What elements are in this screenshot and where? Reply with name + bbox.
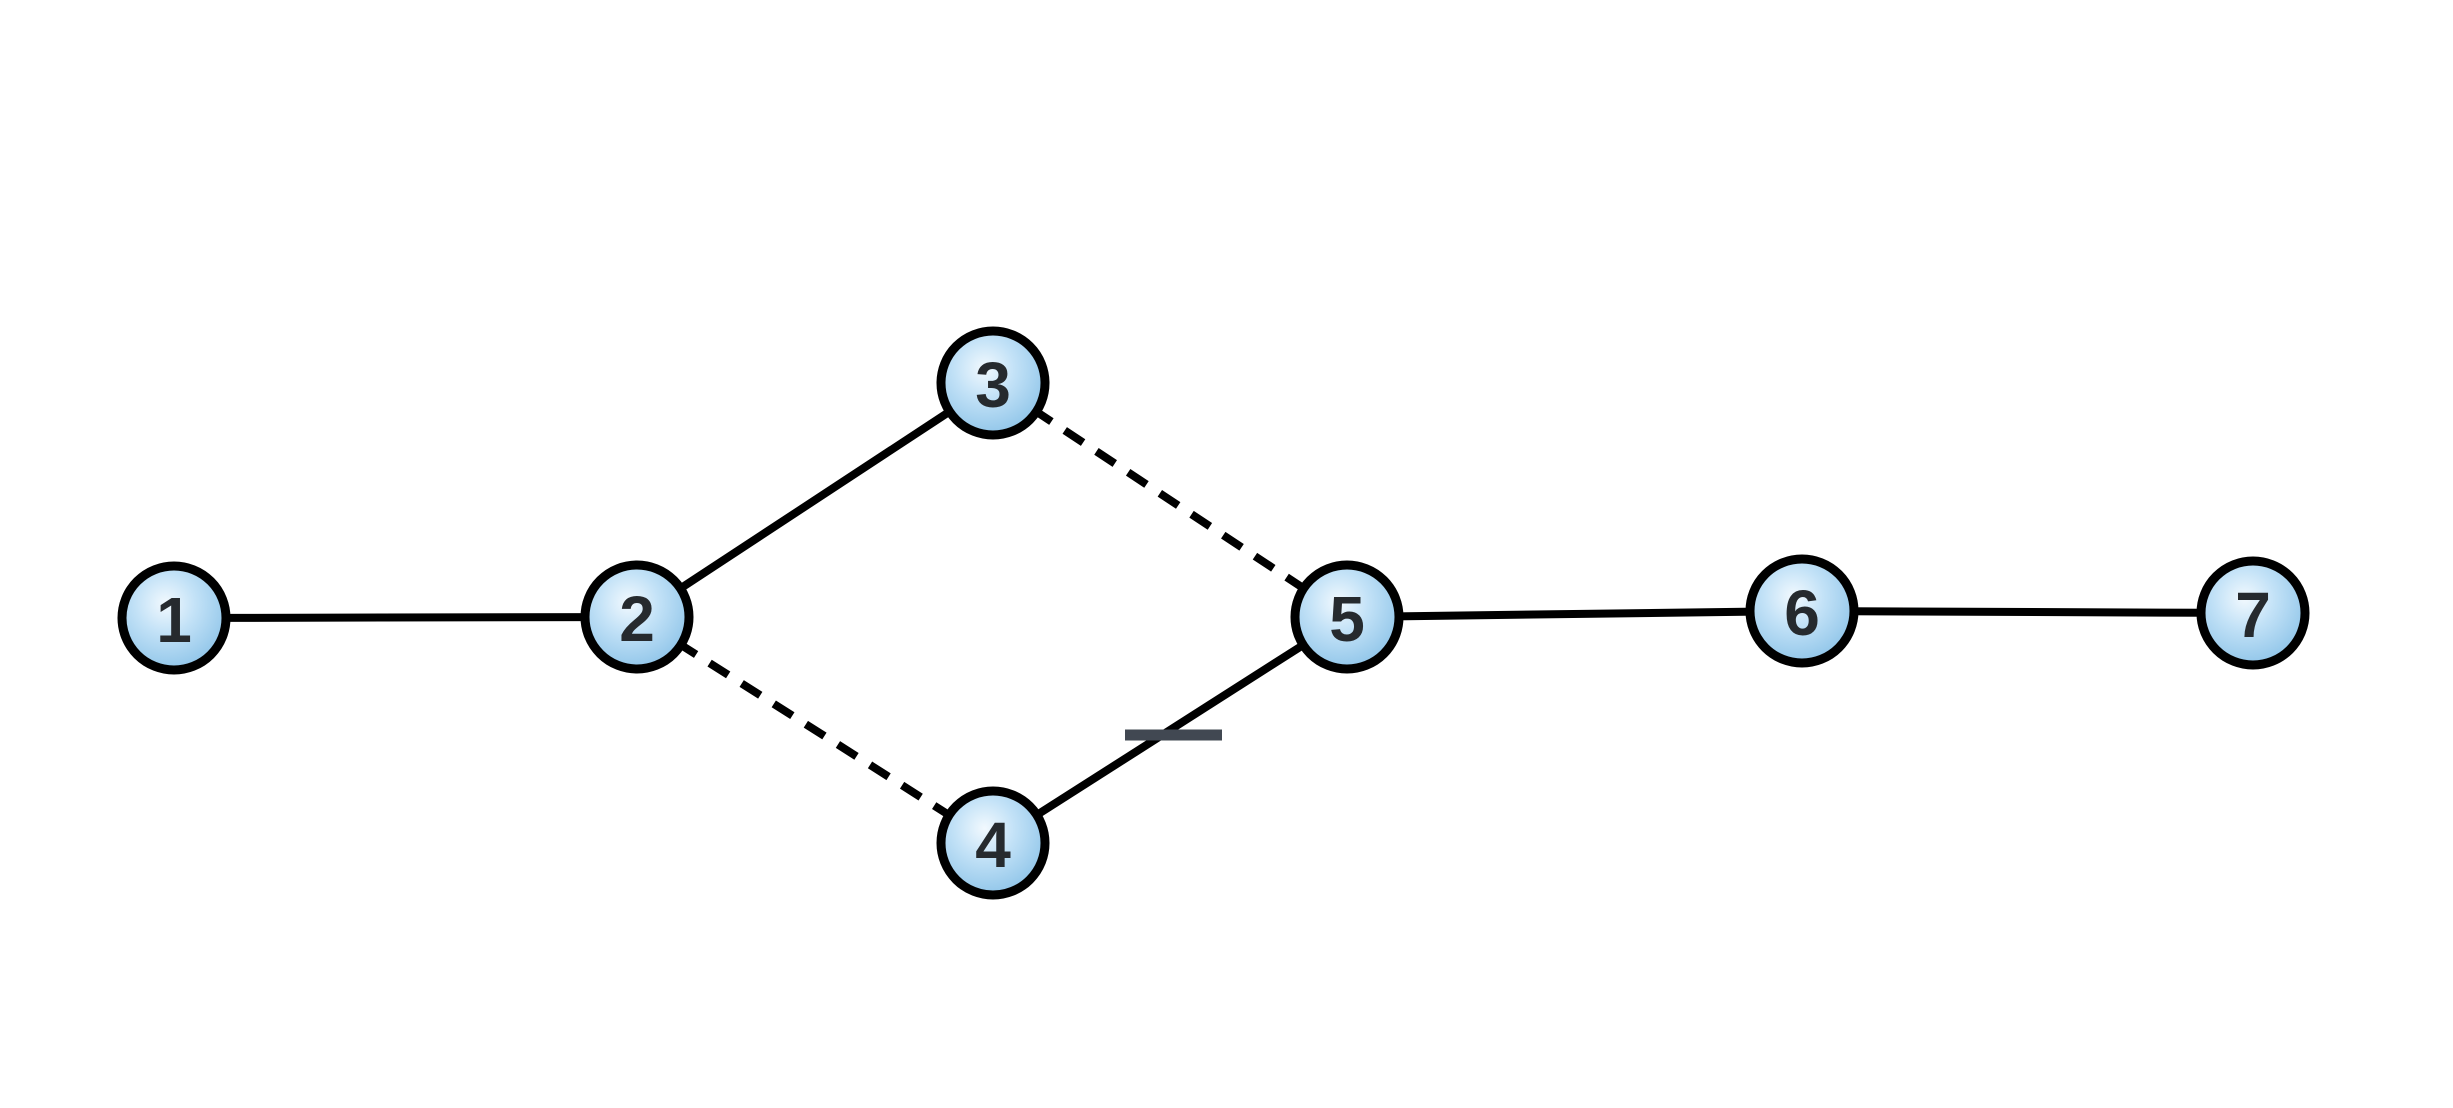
graph-node-7[interactable]: 7 xyxy=(2196,556,2310,670)
graph-edge-2-4[interactable] xyxy=(675,639,955,821)
graph-edge-1-2[interactable] xyxy=(221,613,590,622)
graph-edge-3-5[interactable] xyxy=(1030,406,1310,594)
graph-node-3[interactable]: 3 xyxy=(936,326,1050,440)
graph-node-6[interactable]: 6 xyxy=(1745,554,1859,668)
node-label-6: 6 xyxy=(1784,577,1820,649)
graph-node-1[interactable]: 1 xyxy=(117,561,231,675)
node-circle-1[interactable] xyxy=(117,561,231,675)
node-circle-5[interactable] xyxy=(1290,560,1404,674)
node-circle-2[interactable] xyxy=(580,560,694,674)
node-label-4: 4 xyxy=(975,809,1011,881)
node-label-2: 2 xyxy=(619,583,655,655)
node-circle-7[interactable] xyxy=(2196,556,2310,670)
node-label-1: 1 xyxy=(156,584,192,656)
graph-edge-2-3[interactable] xyxy=(674,406,956,594)
node-label-3: 3 xyxy=(975,349,1011,421)
node-circle-3[interactable] xyxy=(936,326,1050,440)
graph-node-5[interactable]: 5 xyxy=(1290,560,1404,674)
graph-edge-6-7[interactable] xyxy=(1849,607,2206,617)
graph-node-4[interactable]: 4 xyxy=(936,786,1050,900)
graph-node-2[interactable]: 2 xyxy=(580,560,694,674)
node-label-7: 7 xyxy=(2235,579,2271,651)
graph-edge-5-6[interactable] xyxy=(1394,607,1755,621)
node-circle-4[interactable] xyxy=(936,786,1050,900)
edges-layer xyxy=(221,406,2206,821)
node-label-5: 5 xyxy=(1329,583,1365,655)
node-circle-6[interactable] xyxy=(1745,554,1859,668)
nodes-layer: 1 2 3 4 5 6 7 xyxy=(117,326,2310,900)
